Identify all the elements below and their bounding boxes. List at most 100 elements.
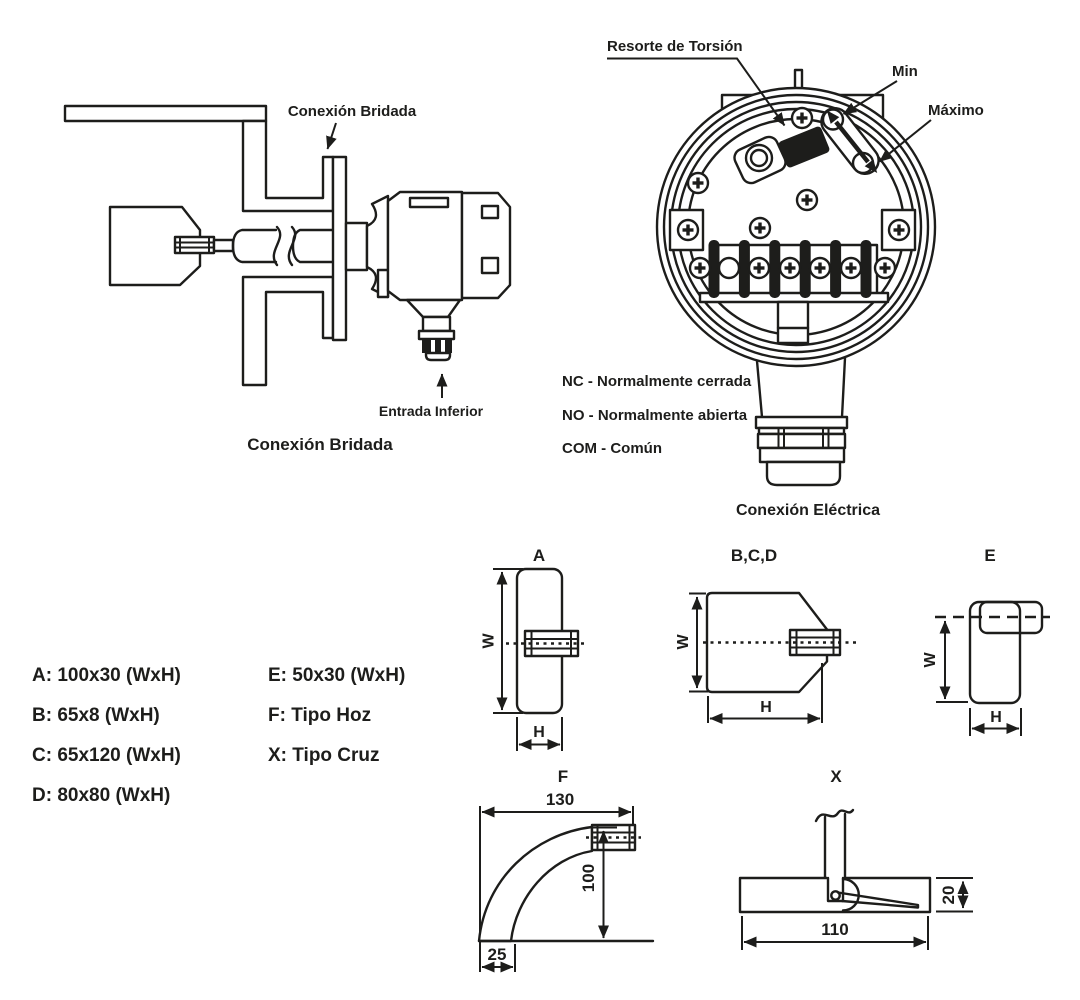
housing-top-inset xyxy=(408,196,450,209)
list-item-f: F: Tipo Hoz xyxy=(268,705,371,726)
legend-nc: NC - Normalmente cerrada xyxy=(562,373,752,390)
paddle-x-width-extensions xyxy=(741,916,929,950)
paddle-a-h-label: H xyxy=(533,724,545,741)
paddle-f-top-dim-label: 130 xyxy=(546,790,574,809)
paddle-bcd-hub-detail xyxy=(790,630,840,655)
shaft-right-segment xyxy=(291,228,339,264)
screw-icon xyxy=(873,256,897,280)
screw-icon xyxy=(808,256,832,280)
bottom-entry-label: Entrada Inferior xyxy=(379,403,484,419)
flange-callout-label: Conexión Bridada xyxy=(288,103,417,120)
min-label: Min xyxy=(892,63,918,80)
gland-thread-stripe xyxy=(441,340,445,352)
paddle-e-h-extensions xyxy=(969,708,1022,736)
gland-neck xyxy=(421,315,452,333)
screw-icon xyxy=(790,106,814,130)
screw-icon xyxy=(748,216,772,240)
paddle-a-w-ticks xyxy=(493,568,523,714)
gland-thread xyxy=(422,339,452,353)
bottom-bracket xyxy=(776,300,810,345)
flange-callout-leader xyxy=(326,122,337,150)
paddle-x-width-label: 110 xyxy=(821,920,848,939)
torsion-spring-label: Resorte de Torsión xyxy=(607,38,743,55)
paddle-bcd-blade xyxy=(705,591,829,694)
paddle-bcd-h-extensions xyxy=(707,663,823,723)
paddle-e-w-label: W xyxy=(922,652,939,668)
housing-rim-ring xyxy=(662,93,930,361)
screw-icon xyxy=(688,256,712,280)
paddle-f-tip-dim-label: 25 xyxy=(488,945,507,964)
paddle-a-drawing: A W H xyxy=(481,546,584,751)
shaft-coupler xyxy=(212,238,235,253)
paddle-a-title: A xyxy=(533,546,545,565)
list-item-b: B: 65x8 (WxH) xyxy=(32,705,160,726)
cover-notch-bottom xyxy=(480,256,500,275)
gland-body xyxy=(756,432,847,450)
gland-neck-left xyxy=(755,359,764,419)
screw-icon xyxy=(747,256,771,280)
arrowhead-max xyxy=(864,159,878,173)
paddle-x-diagonal-vane xyxy=(836,891,920,909)
tank-wall-upper xyxy=(241,119,335,213)
terminal-eyelet xyxy=(717,256,741,280)
torsion-spring-block xyxy=(778,126,830,168)
paddle-x-drawing: X 20 110 xyxy=(738,767,973,950)
list-item-d: D: 80x80 (WxH) xyxy=(32,785,170,806)
paddle-bcd-w-label: W xyxy=(675,634,692,650)
screw-icon xyxy=(887,218,911,242)
gland-body-splines xyxy=(777,428,830,448)
shaft-left-segment xyxy=(231,228,278,264)
housing-internal-view: Resorte de Torsión Min Máximo NC - Norma… xyxy=(562,38,984,519)
gland-neck-right xyxy=(840,356,847,419)
screw-icon xyxy=(839,256,863,280)
tank-wall-top-bar xyxy=(63,104,268,123)
min-max-adjustment-arrow xyxy=(834,120,870,164)
paddle-x-pivot xyxy=(830,890,841,901)
flanged-mounting-view: Conexión Bridada Entrada Inferior Conexi… xyxy=(63,103,512,454)
paddle-bcd-drawing: B,C,D W H xyxy=(675,546,856,724)
legend-com: COM - Común xyxy=(562,440,662,457)
paddle-a-w-label: W xyxy=(481,633,498,649)
paddle-bcd-h-label: H xyxy=(760,699,772,716)
paddle-f-drawing: F 130 100 25 xyxy=(477,767,655,973)
terminal-support-strip xyxy=(698,291,890,304)
gland-collar-1 xyxy=(754,415,849,430)
legend-no: NO - Normalmente abierta xyxy=(562,407,748,424)
max-label: Máximo xyxy=(928,102,984,119)
paddle-bcd-title: B,C,D xyxy=(731,546,777,565)
terminal-posts xyxy=(708,240,872,298)
screw-icon xyxy=(686,171,710,195)
gland-cap xyxy=(765,460,842,487)
list-item-c: C: 65x120 (WxH) xyxy=(32,745,181,766)
list-item-e: E: 50x30 (WxH) xyxy=(268,665,405,686)
paddle-f-hub-detail xyxy=(592,825,635,850)
paddle-a-hub-detail xyxy=(525,631,578,656)
paddle-blade xyxy=(108,205,202,287)
electrical-connection-caption: Conexión Eléctrica xyxy=(736,502,880,519)
paddle-size-list: A: 100x30 (WxH) B: 65x8 (WxH) C: 65x120 … xyxy=(32,665,405,806)
list-item-a: A: 100x30 (WxH) xyxy=(32,665,181,686)
gland-thread-stripe xyxy=(431,340,435,352)
list-item-x: X: Tipo Cruz xyxy=(268,745,380,766)
paddle-x-title: X xyxy=(830,767,842,786)
flange-plate xyxy=(331,155,348,342)
paddle-x-height-ticks xyxy=(936,877,973,913)
torsion-spring-leader xyxy=(607,57,786,127)
gland-collar xyxy=(417,329,456,341)
paddle-f-side-dim-label: 100 xyxy=(579,864,598,892)
flanged-view-caption: Conexión Bridada xyxy=(247,435,393,454)
process-adapter xyxy=(344,221,369,272)
paddle-hub-detail xyxy=(175,237,214,253)
cover-notch-top xyxy=(480,204,500,220)
max-leader xyxy=(878,119,932,163)
gland-collar-3 xyxy=(758,446,846,464)
paddle-x-shaft xyxy=(823,812,847,880)
screw-icon xyxy=(778,256,802,280)
paddle-e-title: E xyxy=(984,546,995,565)
paddle-f-title: F xyxy=(558,767,568,786)
housing-step xyxy=(376,268,390,299)
paddle-e-drawing: E W H xyxy=(922,546,1050,736)
paddle-x-shaft-inside xyxy=(826,876,845,903)
